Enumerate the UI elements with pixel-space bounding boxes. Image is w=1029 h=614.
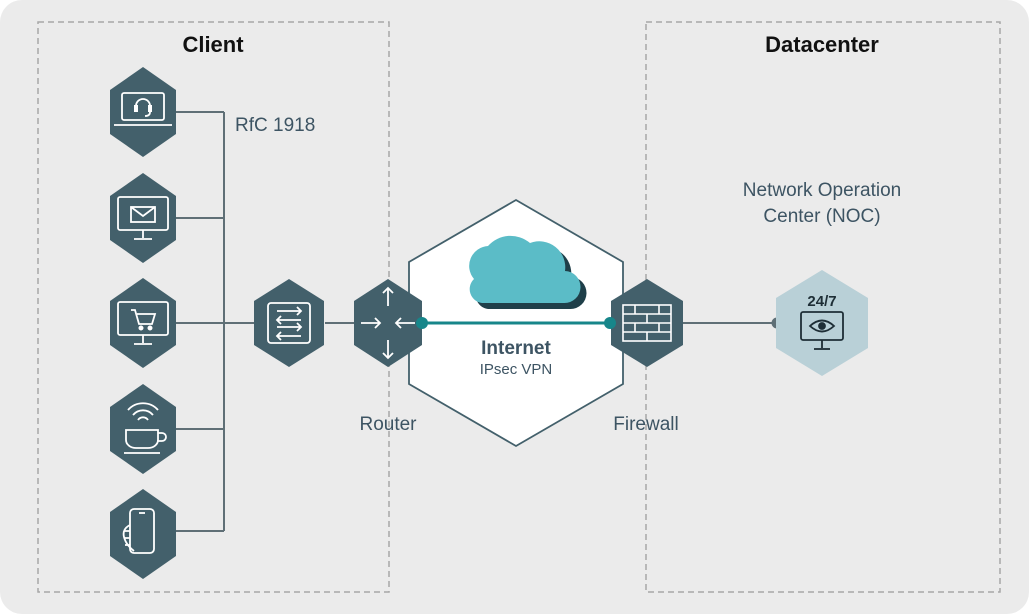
- mail-monitor-icon: [117, 196, 169, 240]
- brick-wall-icon: [622, 304, 672, 342]
- router-label: Router: [359, 414, 417, 435]
- firewall-tunnel-endpoint: [604, 317, 616, 329]
- noc-badge: 24/7: [807, 293, 836, 310]
- noc-label-line1: Network Operation: [743, 180, 901, 201]
- device-headset-laptop: [110, 67, 176, 157]
- device-wifi-coffee: [110, 384, 176, 474]
- wifi-coffee-icon: [124, 402, 167, 454]
- firewall-label: Firewall: [613, 414, 678, 435]
- internet-subtitle: IPsec VPN: [480, 361, 553, 378]
- eye-monitor-icon: [800, 311, 844, 350]
- router: [354, 279, 422, 367]
- client-bus: [176, 111, 777, 532]
- cloud-icon: [469, 235, 587, 310]
- smartphone-hand-icon: [122, 508, 155, 554]
- headset-laptop-icon: [114, 92, 172, 126]
- noc-label-line2: Center (NOC): [763, 206, 880, 227]
- router-tunnel-endpoint: [416, 317, 428, 329]
- noc-node: 24/7: [776, 270, 868, 376]
- switch-arrows-icon: [267, 302, 311, 344]
- router-arrows-icon: [361, 286, 415, 360]
- firewall: [611, 279, 683, 367]
- device-mail-monitor: [110, 173, 176, 263]
- datacenter-title: Datacenter: [765, 32, 879, 57]
- client-title: Client: [182, 32, 244, 57]
- rfc-label: RfC 1918: [235, 115, 315, 136]
- internet-title: Internet: [481, 338, 551, 359]
- device-cart-monitor: [110, 278, 176, 368]
- switch: [254, 279, 324, 367]
- device-smartphone-hand: [110, 489, 176, 579]
- cart-monitor-icon: [117, 301, 169, 345]
